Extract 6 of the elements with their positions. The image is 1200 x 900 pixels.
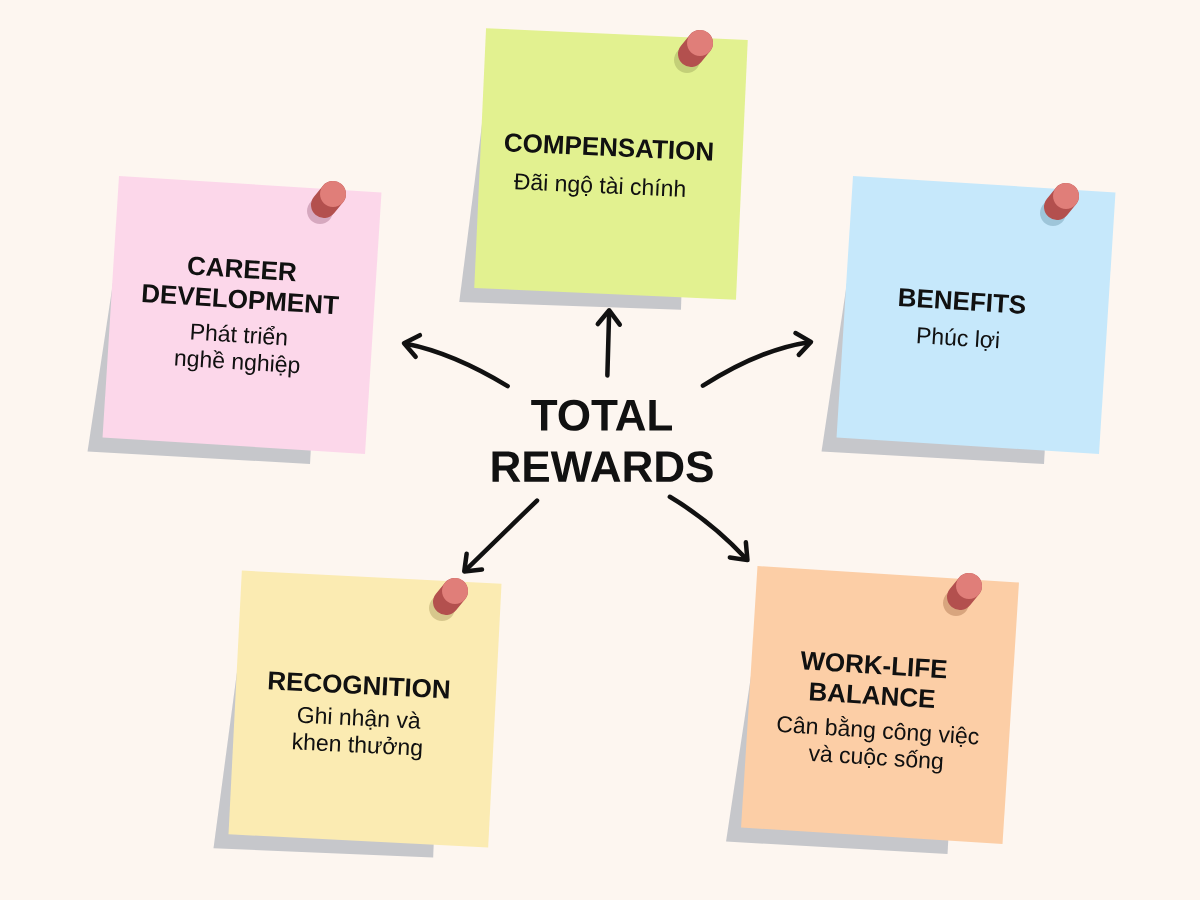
heading-text: TOTAL REWARDS — [492, 399, 713, 483]
arrow — [462, 498, 540, 574]
arrow — [595, 308, 623, 378]
arrow — [700, 330, 814, 388]
arrow — [401, 332, 510, 389]
arrow — [667, 494, 750, 563]
